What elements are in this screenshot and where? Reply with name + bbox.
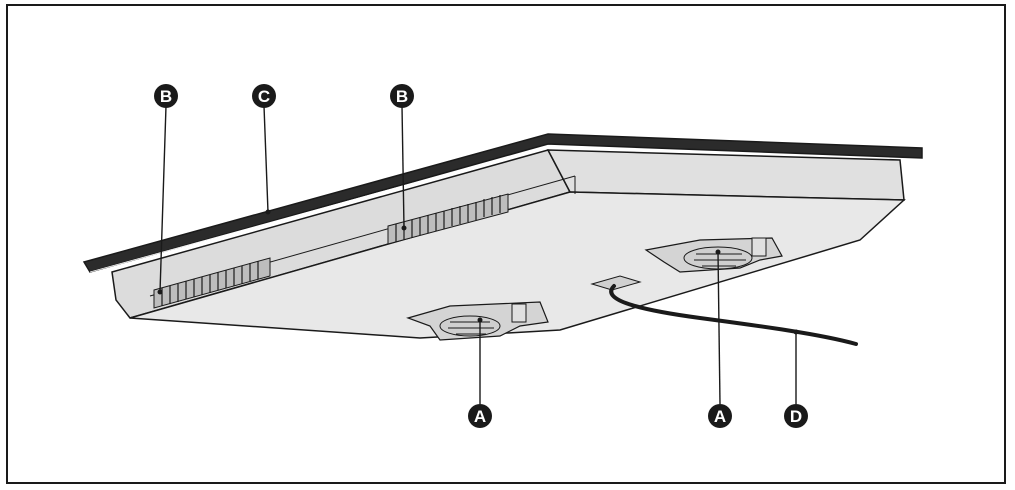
leader-lines bbox=[159, 105, 797, 405]
callout-b-left: B bbox=[154, 84, 178, 108]
callout-a-left: A bbox=[468, 404, 492, 428]
callout-c-label: C bbox=[258, 87, 270, 106]
callout-b-right: B bbox=[390, 84, 414, 108]
callout-d-label: D bbox=[790, 407, 802, 426]
callout-b-left-label: B bbox=[160, 87, 172, 106]
callout-c: C bbox=[252, 84, 276, 108]
callout-a-left-label: A bbox=[474, 407, 486, 426]
callout-b-right-label: B bbox=[396, 87, 408, 106]
leader-dots bbox=[157, 209, 799, 335]
callout-a-right: A bbox=[708, 404, 732, 428]
vent-grille-right bbox=[387, 193, 509, 245]
callout-d: D bbox=[784, 404, 808, 428]
glass-top-plate bbox=[82, 133, 923, 273]
power-cable bbox=[590, 275, 858, 346]
callout-a-right-label: A bbox=[714, 407, 726, 426]
